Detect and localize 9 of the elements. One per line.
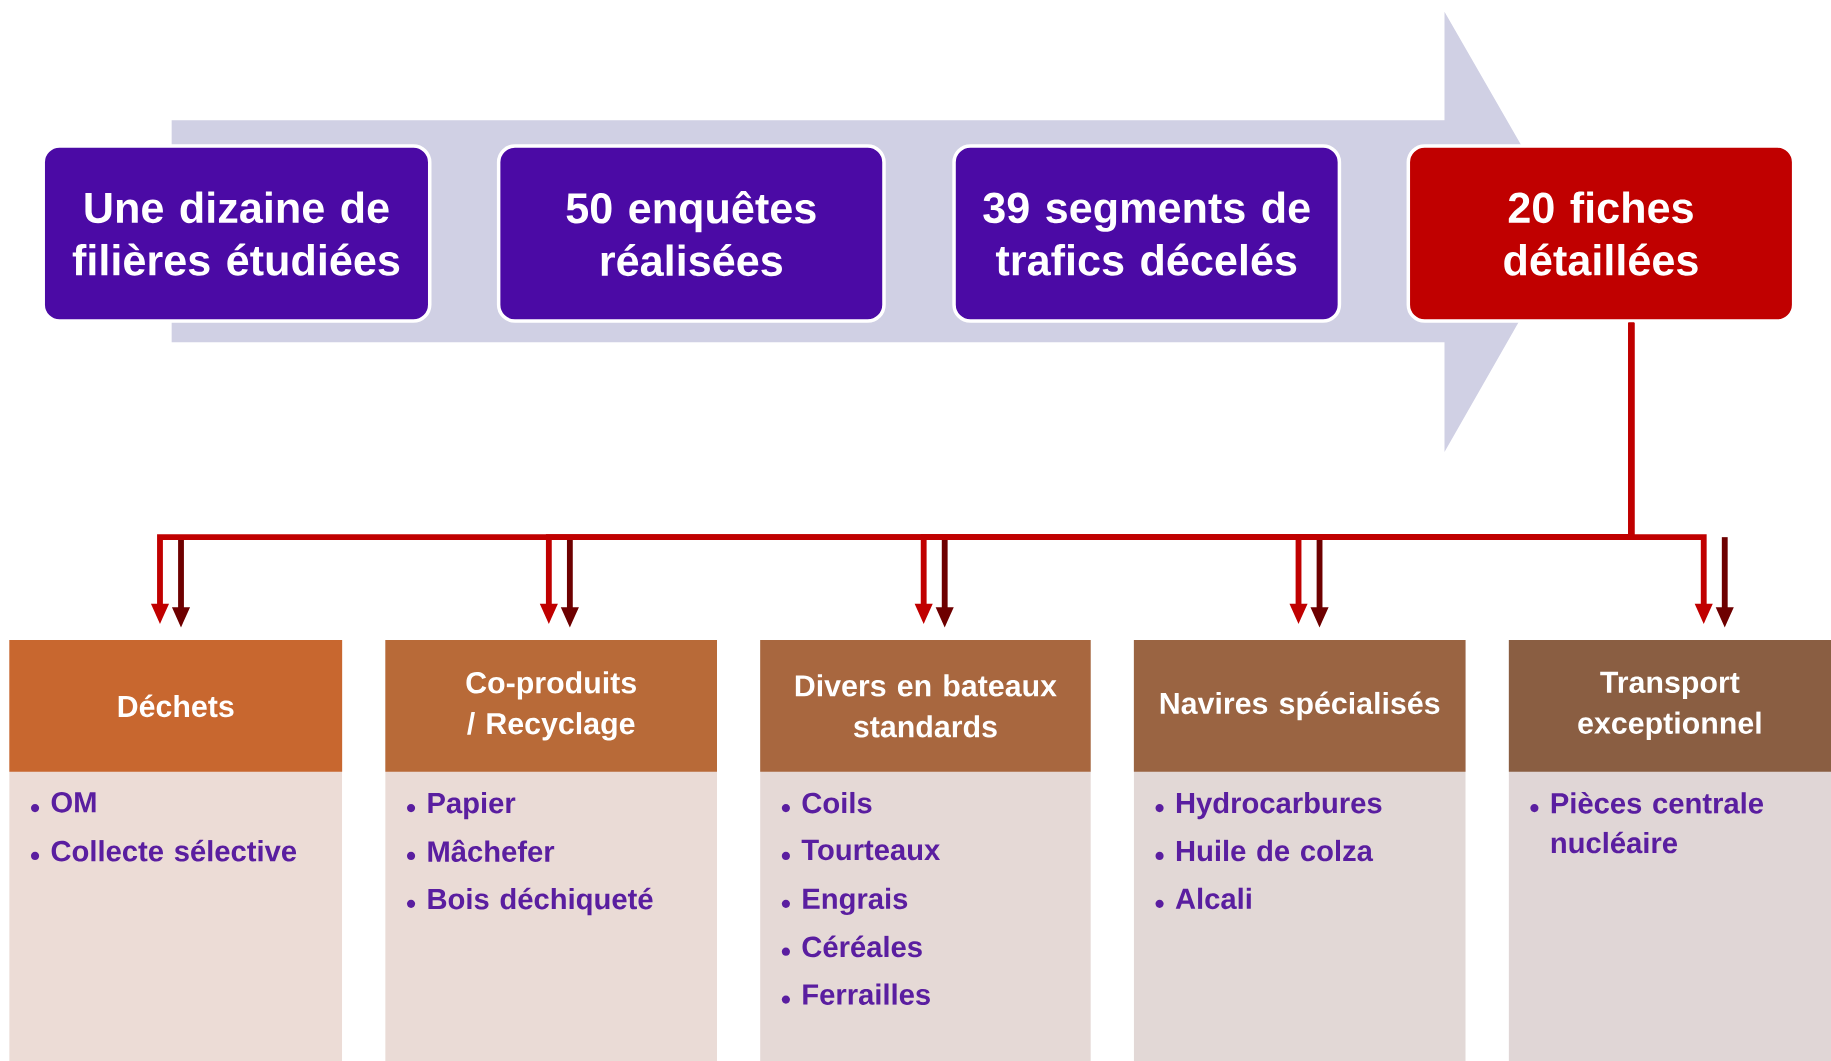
step-box: 39 segments de trafics décelés [952,144,1342,323]
step-box: 50 enquêtes réalisées [496,144,886,323]
category-box: Navires spécialisés Hydrocarbures Huile de colza Alcali [1133,639,1466,1061]
category-box: Déchets OM Collecte sélective [9,639,343,1061]
category-box: Divers en bateaux standards Coils Tourteaux Engrais Céréales Ferrailles [760,639,1091,1061]
category-box: Co-produits / Recyclage Papier Mâchefer Bois déchiqueté [385,639,717,1061]
step-box: 20 fiches détaillées [1406,144,1796,323]
category-box: Transport exceptionnel Pièces centrale nucléaire [1508,639,1831,1061]
step-box: Une dizaine de filières étudiées [41,144,432,323]
